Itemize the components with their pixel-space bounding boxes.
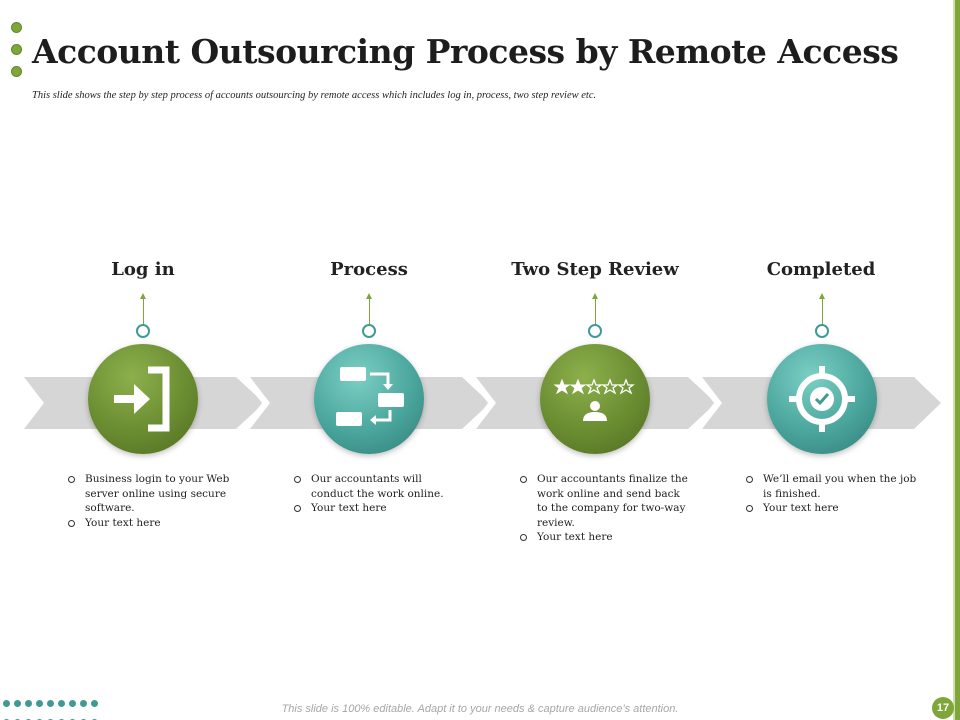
step-circle-process xyxy=(314,344,424,454)
connector-line xyxy=(595,298,596,325)
title-dots-decoration xyxy=(11,22,25,88)
step-label-review: Two Step Review xyxy=(511,259,679,280)
step-circle-login xyxy=(88,344,198,454)
footer-note: This slide is 100% editable. Adapt it to… xyxy=(281,703,679,715)
connector-arrow xyxy=(592,293,598,299)
process-flow-icon xyxy=(336,367,404,426)
step-desc-login: Business login to your Web server online… xyxy=(66,472,241,530)
step-label-process: Process xyxy=(330,259,408,280)
step-desc-completed: We’ll email you when the job is finished… xyxy=(744,472,919,516)
step-label-login: Log in xyxy=(111,259,175,280)
target-check-icon xyxy=(789,366,855,432)
list-item: Our accountants finalize the work online… xyxy=(518,472,693,530)
connector-line xyxy=(143,298,144,325)
connector-ring xyxy=(815,324,829,338)
connector-line xyxy=(369,298,370,325)
step-desc-process: Our accountants will conduct the work on… xyxy=(292,472,467,516)
list-item: Your text here xyxy=(66,516,241,531)
slide-title: Account Outsourcing Process by Remote Ac… xyxy=(32,32,899,71)
connector-line xyxy=(822,298,823,325)
right-accent-bar-light xyxy=(953,0,955,720)
connector-arrow xyxy=(140,293,146,299)
list-item: Our accountants will conduct the work on… xyxy=(292,472,467,501)
list-item: Business login to your Web server online… xyxy=(66,472,241,516)
step-desc-review: Our accountants finalize the work online… xyxy=(518,472,693,545)
right-accent-bar xyxy=(955,0,960,720)
list-item: Your text here xyxy=(518,530,693,545)
list-item: Your text here xyxy=(744,501,919,516)
connector-arrow xyxy=(819,293,825,299)
step-circle-review xyxy=(540,344,650,454)
connector-ring xyxy=(362,324,376,338)
connector-arrow xyxy=(366,293,372,299)
slide-subtitle: This slide shows the step by step proces… xyxy=(32,90,597,101)
page-number-badge: 17 xyxy=(932,697,954,719)
list-item: Your text here xyxy=(292,501,467,516)
connector-ring xyxy=(136,324,150,338)
step-circle-completed xyxy=(767,344,877,454)
login-icon xyxy=(114,366,170,432)
list-item: We’ll email you when the job is finished… xyxy=(744,472,919,501)
step-label-completed: Completed xyxy=(766,259,876,280)
connector-ring xyxy=(588,324,602,338)
rating-review-icon xyxy=(553,378,635,421)
